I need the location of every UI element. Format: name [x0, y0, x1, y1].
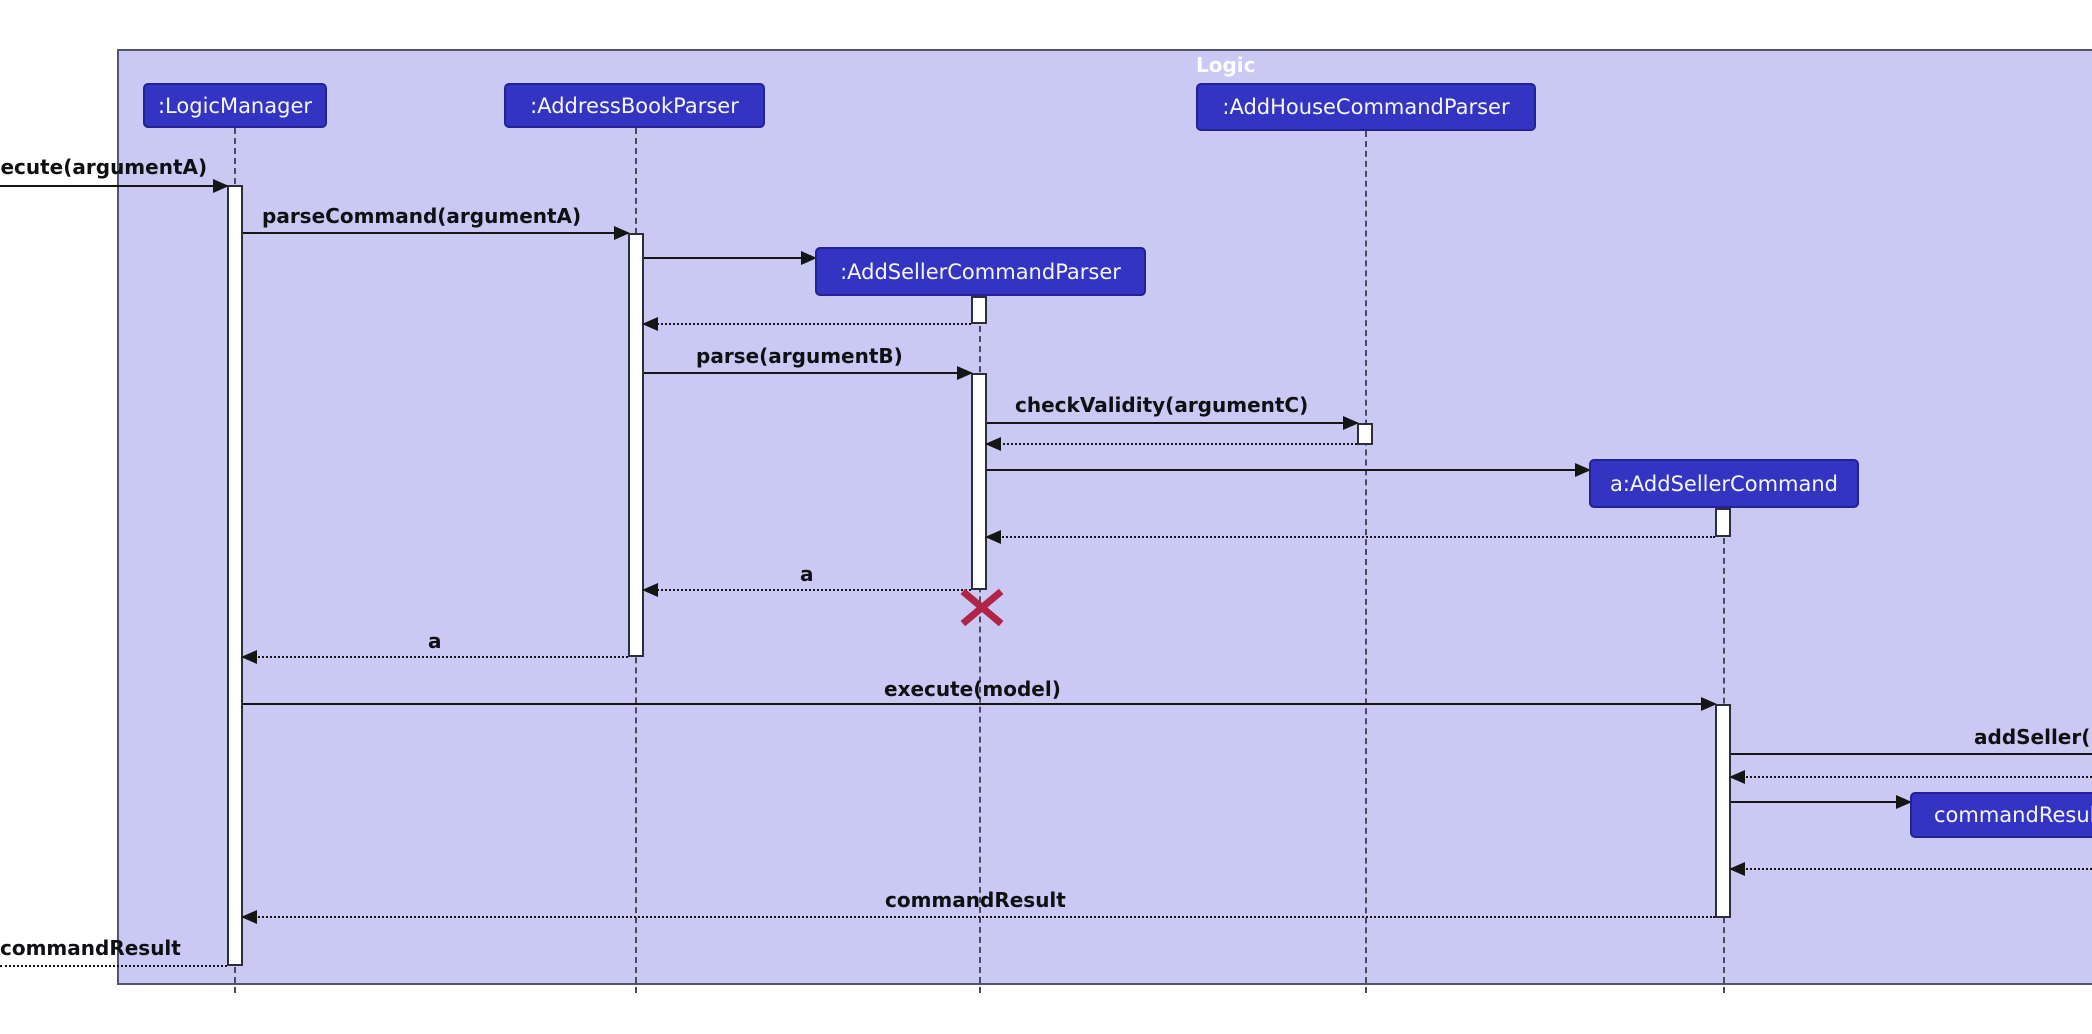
arrow-execute-argument-a: [0, 179, 229, 193]
arrow-check-validity: [987, 416, 1359, 430]
participant-address-book-parser: :AddressBookParser: [504, 83, 765, 128]
label-return-a-to-parser: a: [800, 562, 814, 586]
destroy-x-icon: [960, 588, 1004, 628]
participant-add-house-command-parser-label: :AddHouseCommandParser: [1222, 95, 1510, 119]
participant-logic-manager-label: :LogicManager: [157, 93, 312, 118]
participant-address-book-parser-label: :AddressBookParser: [530, 93, 739, 118]
frame-title: Logic: [1196, 53, 1256, 77]
return-command-result-outer: [0, 965, 227, 967]
label-add-seller: addSeller(: [1974, 725, 2091, 749]
participant-command-result-object-label: commandResult: [1934, 803, 2092, 827]
participant-add-seller-command-parser: :AddSellerCommandParser: [815, 247, 1146, 296]
label-execute-model: execute(model): [884, 677, 1061, 701]
activation-logic-manager: [227, 185, 243, 966]
participant-add-seller-command-label: a:AddSellerCommand: [1609, 471, 1838, 496]
activation-add-seller-command-parser-create: [971, 296, 987, 324]
label-return-command-result-outer: commandResult: [0, 936, 181, 960]
label-parse-command: parseCommand(argumentA): [262, 204, 582, 228]
return-command-result: [241, 910, 1715, 924]
return-from-command-result-object: [1729, 862, 2092, 876]
return-from-add-seller-command-create: [985, 530, 1715, 544]
label-execute-argument-a: execute(argumentA): [0, 155, 208, 179]
arrow-add-seller: [1731, 753, 2092, 755]
return-from-add-seller-command-parser-create: [642, 317, 971, 331]
activation-add-seller-command: [1715, 704, 1731, 918]
lifeline-add-house-command-parser: [1365, 131, 1367, 993]
label-parse-argument-b: parse(argumentB): [696, 344, 903, 368]
return-a-to-logic-manager: [241, 650, 628, 664]
label-check-validity: checkValidity(argumentC): [1015, 393, 1309, 417]
participant-command-result-object: commandResult: [1910, 792, 2092, 838]
activation-add-seller-command-create: [1715, 508, 1731, 537]
arrow-create-add-seller-command: [987, 463, 1591, 477]
arrow-create-add-seller-command-parser: [644, 251, 817, 265]
activation-add-house-command-parser: [1357, 423, 1373, 445]
arrow-create-command-result: [1731, 795, 1912, 809]
arrow-parse-command: [243, 226, 630, 240]
arrow-parse-argument-b: [644, 366, 973, 380]
return-a-to-address-book-parser: [642, 583, 971, 597]
participant-add-seller-command: a:AddSellerCommand: [1589, 459, 1859, 508]
activation-add-seller-command-parser: [971, 373, 987, 590]
activation-address-book-parser: [628, 233, 644, 657]
label-return-a-to-logic-manager: a: [428, 629, 442, 653]
label-return-command-result: commandResult: [885, 888, 1066, 912]
arrow-execute-model: [243, 697, 1717, 711]
participant-logic-manager: :LogicManager: [143, 83, 327, 128]
participant-add-house-command-parser: :AddHouseCommandParser: [1196, 83, 1536, 131]
logic-frame: [117, 49, 2092, 985]
return-check-validity: [985, 437, 1357, 451]
lifeline-add-seller-command-parser: [979, 296, 981, 993]
participant-add-seller-command-parser-label: :AddSellerCommandParser: [840, 259, 1121, 284]
return-add-seller: [1729, 770, 2092, 784]
